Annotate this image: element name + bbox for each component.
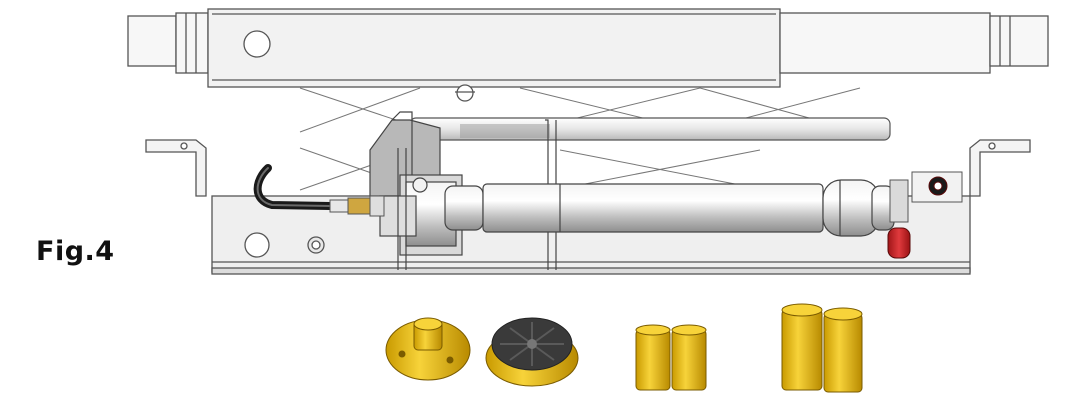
rubber-pad — [485, 317, 579, 387]
short-extension-adapters — [635, 324, 707, 391]
platform-hole — [243, 30, 271, 58]
upper-rod — [409, 117, 891, 141]
side-brackets — [145, 139, 1031, 197]
hydraulic-hose — [253, 164, 385, 217]
figure-label: Fig.4 — [36, 236, 115, 267]
rubber-pad-adapter — [385, 317, 471, 381]
base-hole — [244, 232, 270, 258]
release-valve — [887, 171, 963, 259]
tall-extension-adapters — [781, 303, 863, 393]
top-platform — [127, 8, 1049, 102]
hydraulic-cylinder — [444, 179, 895, 237]
